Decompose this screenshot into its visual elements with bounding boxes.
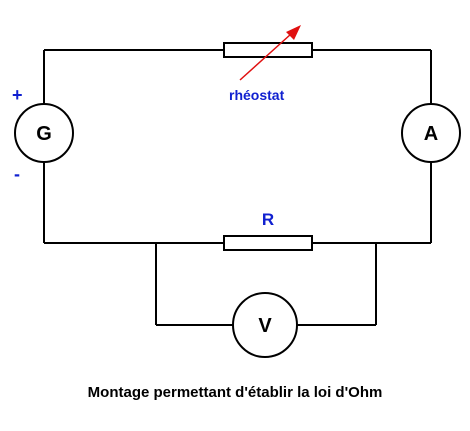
generator: G	[14, 103, 74, 163]
rheostat-arrow-shaft	[239, 33, 292, 81]
rheostat-arrow-head	[286, 25, 301, 40]
circuit-wires	[43, 49, 432, 326]
voltmeter-circle	[232, 292, 298, 358]
generator-label: G	[36, 123, 52, 145]
generator-circle	[14, 103, 74, 163]
generator-plus-sign: +	[12, 85, 23, 105]
diagram-caption: Montage permettant d'établir la loi d'Oh…	[87, 384, 383, 401]
resistor	[223, 235, 313, 251]
generator-minus-sign: -	[14, 164, 20, 184]
ammeter-label: A	[424, 123, 438, 145]
ammeter: A	[401, 103, 461, 163]
rheostat	[223, 42, 313, 58]
voltmeter-label: V	[258, 315, 272, 337]
resistor-label: R	[262, 210, 274, 229]
resistor-body	[223, 235, 313, 251]
rheostat-body	[223, 42, 313, 58]
rheostat-label: rhéostat	[229, 87, 285, 103]
ammeter-circle	[401, 103, 461, 163]
rheostat-arrow	[239, 25, 301, 81]
voltmeter: V	[232, 292, 298, 358]
